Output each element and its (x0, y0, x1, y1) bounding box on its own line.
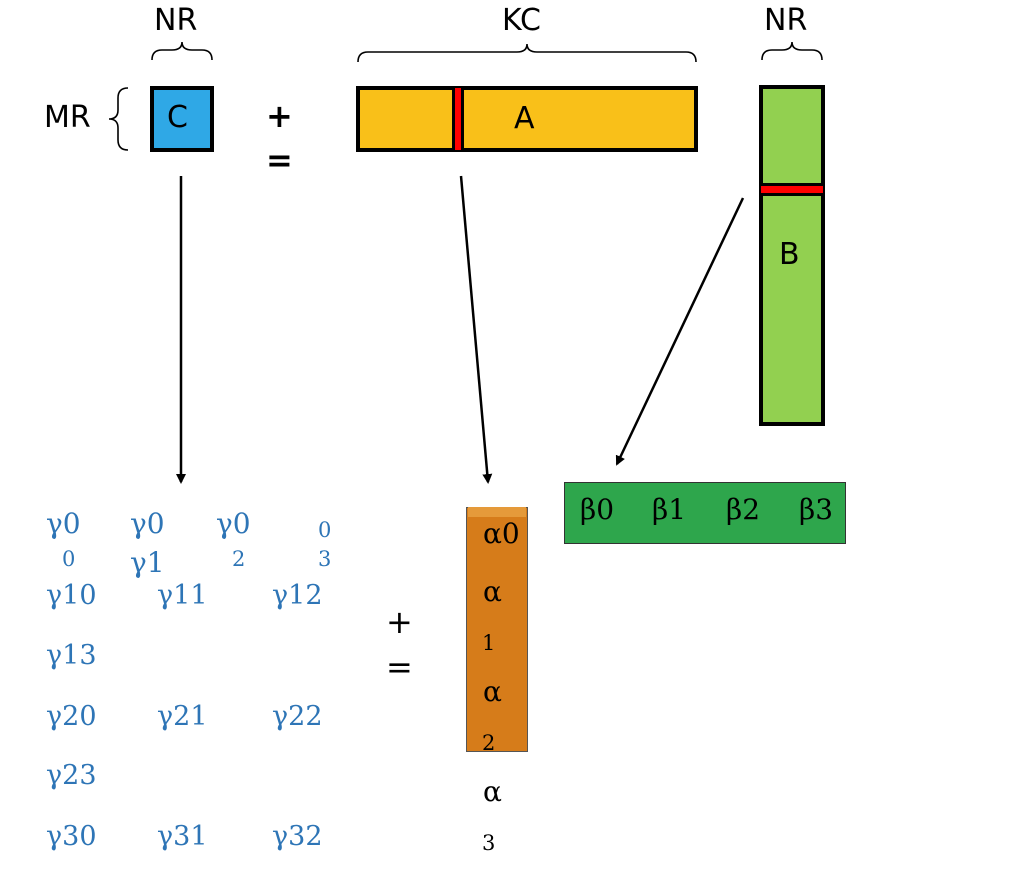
gamma-01-sub: γ1 (130, 546, 165, 579)
mr-label: MR (44, 100, 91, 135)
bottom-plus: + (386, 603, 413, 641)
top-plus: + (266, 97, 293, 135)
gamma-10: γ10 (46, 580, 97, 611)
b-to-beta-arrow (615, 197, 745, 466)
alpha-3-sub: 3 (482, 831, 496, 855)
beta-2: β2 (726, 493, 761, 526)
gamma-22: γ22 (272, 701, 323, 732)
nr-right-label: NR (764, 3, 808, 38)
matrix-c-block (150, 86, 214, 152)
matrix-c-label: C (167, 100, 188, 135)
beta-1: β1 (652, 493, 687, 526)
gamma-31: γ31 (157, 821, 208, 852)
a-highlight-column (452, 88, 464, 150)
top-equals: = (266, 141, 293, 179)
bottom-equals: = (386, 648, 413, 686)
gamma-00: γ0 (46, 507, 81, 540)
a-to-alpha-arrow (459, 175, 493, 484)
gamma-21: γ21 (157, 701, 208, 732)
gamma-03: 0 (318, 518, 332, 542)
alpha-3: α (483, 775, 502, 808)
gamma-11: γ11 (157, 580, 208, 611)
gamma-02-sub: 2 (232, 547, 246, 571)
gamma-30: γ30 (46, 821, 97, 852)
alpha-1: α (483, 575, 502, 608)
gamma-03-sub: 3 (318, 547, 332, 571)
alpha-1-sub: 1 (482, 631, 496, 655)
matrix-b-block (759, 85, 825, 426)
gamma-00-sub: 0 (62, 547, 76, 571)
gamma-02: γ0 (216, 507, 251, 540)
nr-right-brace (761, 41, 823, 61)
nr-left-brace (151, 41, 213, 61)
gamma-23: γ23 (46, 760, 97, 791)
gamma-32: γ32 (272, 821, 323, 852)
kc-label: KC (502, 3, 541, 38)
nr-left-label: NR (154, 3, 198, 38)
matrix-a-label: A (514, 101, 535, 136)
alpha-2-sub: 2 (482, 731, 496, 755)
alpha-column-block (466, 507, 528, 752)
kc-brace (357, 43, 697, 63)
alpha-0: α0 (483, 517, 520, 550)
matrix-b-label: B (779, 237, 800, 272)
beta-0: β0 (580, 493, 615, 526)
alpha-column-cap (468, 507, 526, 517)
gamma-01: γ0 (130, 507, 165, 540)
beta-row-block (564, 482, 846, 544)
gamma-20: γ20 (46, 701, 97, 732)
gamma-12: γ12 (272, 580, 323, 611)
mr-brace (108, 87, 129, 151)
gamma-13: γ13 (46, 640, 97, 671)
beta-3: β3 (799, 493, 834, 526)
alpha-2: α (483, 675, 502, 708)
b-highlight-row (761, 183, 823, 196)
matrix-a-block (356, 86, 698, 152)
